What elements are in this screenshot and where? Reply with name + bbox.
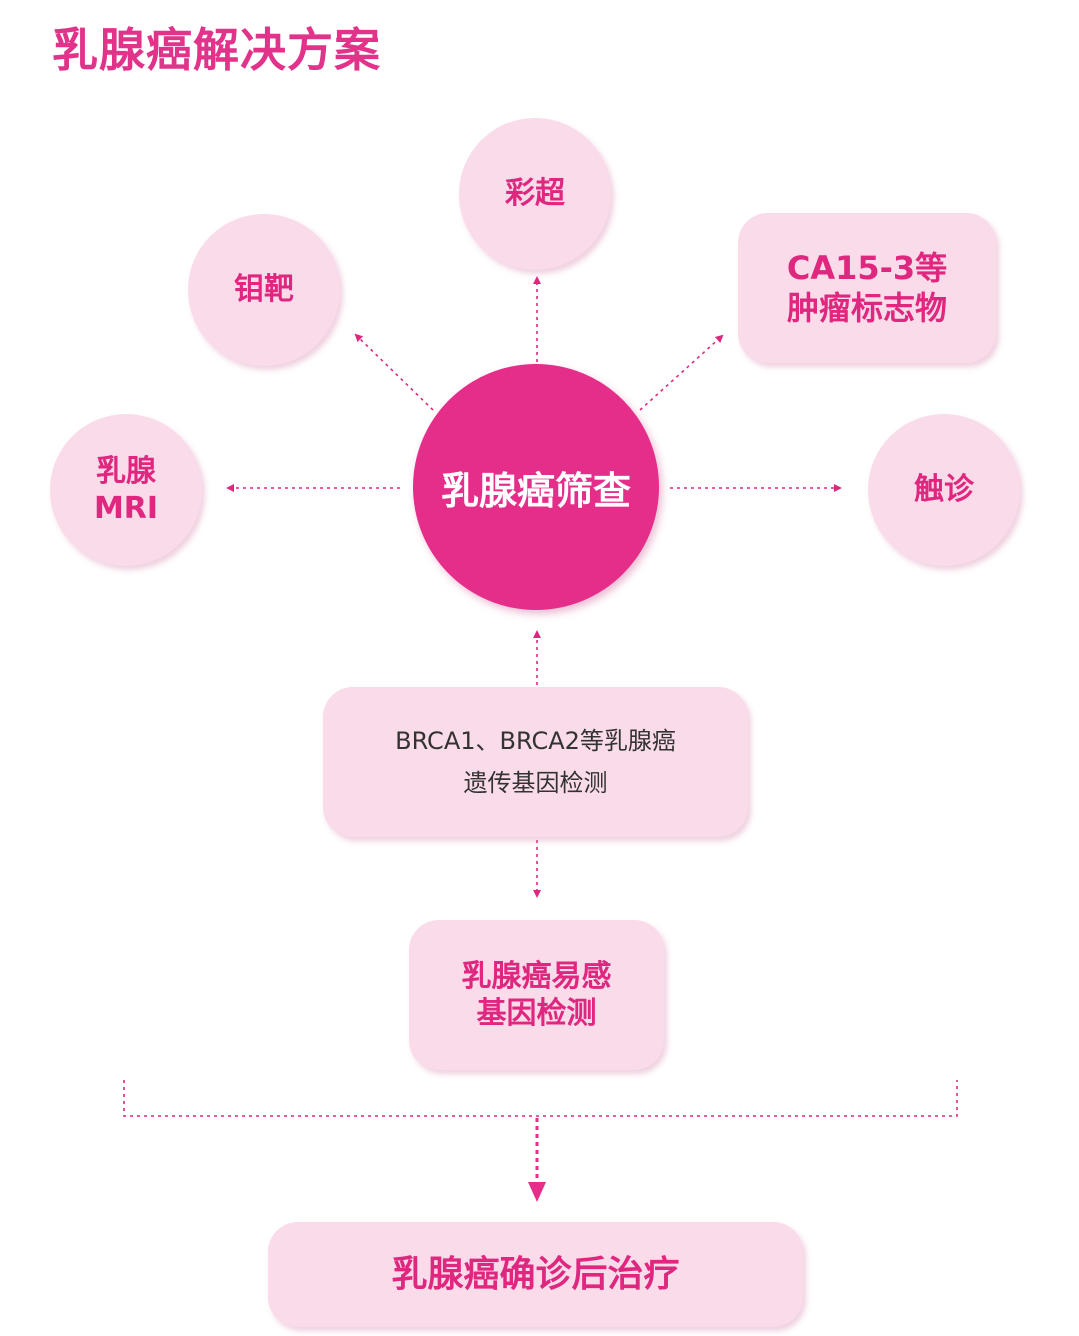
ultrasound-node: 彩超 [459,118,611,270]
page-title: 乳腺癌解决方案 [52,23,381,77]
arrow-to-tumor-marker [639,334,724,411]
palpation-node: 触诊 [868,414,1020,566]
treatment-label: 乳腺癌确诊后治疗 [391,1254,680,1295]
tumor-marker-label-line2: 肿瘤标志物 [786,289,947,327]
treatment-node: 乳腺癌确诊后治疗 [268,1222,803,1327]
screening-hub: 乳腺癌筛查 [413,364,659,610]
merge-bracket [123,1080,958,1117]
tumor-marker-node: CA15-3等 肿瘤标志物 [738,213,996,363]
mri-node: 乳腺 MRI [50,414,202,566]
mri-label-line2: MRI [93,491,159,526]
genetic-test-node: BRCA1、BRCA2等乳腺癌 遗传基因检测 [323,687,748,837]
mri-label-line1: 乳腺 [96,453,156,489]
susceptibility-label-line1: 乳腺癌易感 [461,958,612,994]
mammography-label: 钼靶 [234,272,294,308]
arrow-to-mammography [354,333,434,411]
screening-hub-label: 乳腺癌筛查 [440,468,631,513]
palpation-label: 触诊 [914,472,974,508]
ultrasound-label: 彩超 [505,176,565,212]
susceptibility-label-line2: 基因检测 [476,996,597,1031]
mammography-node: 钼靶 [188,214,340,366]
genetic-test-label-line1: BRCA1、BRCA2等乳腺癌 [395,727,676,755]
genetic-test-label-line2: 遗传基因检测 [463,769,608,797]
susceptibility-test-node: 乳腺癌易感 基因检测 [409,920,664,1070]
tumor-marker-label-line1: CA15-3等 [786,249,948,287]
